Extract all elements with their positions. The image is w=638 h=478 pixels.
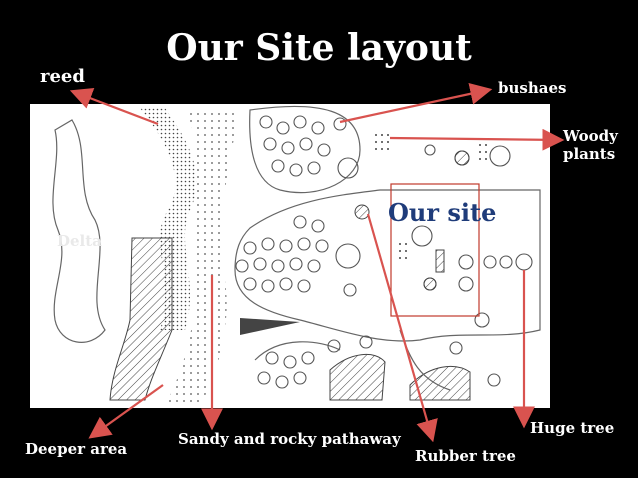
- page-title: Our Site layout: [166, 27, 472, 69]
- reed-area: [140, 108, 197, 330]
- hatch-mound-right: [409, 365, 471, 401]
- deeper-area-hatch: [109, 237, 173, 401]
- bush-circles-bottom: [257, 335, 501, 389]
- paper-sheet: [30, 104, 550, 408]
- label-deeper-area: Deeper area: [25, 440, 128, 458]
- our-site-box: [390, 183, 480, 317]
- label-huge-tree: Huge tree: [530, 419, 615, 437]
- label-woody: Woody: [563, 127, 618, 145]
- label-rubber-tree: Rubber tree: [415, 447, 516, 465]
- rubber-trees: [354, 150, 470, 291]
- label-delta: Delta: [57, 232, 102, 250]
- arrow-reed: [69, 87, 159, 126]
- woody-plants-dots: [375, 134, 487, 259]
- delta-shape: [52, 119, 106, 343]
- arrow-rubber-tree: [366, 213, 438, 443]
- label-our-site: Our site: [388, 198, 497, 227]
- middle-region: [234, 189, 541, 342]
- label-bushaes: bushaes: [498, 79, 567, 97]
- arrow-bushaes: [339, 82, 493, 124]
- dark-wedge: [240, 318, 300, 335]
- arrow-woody-plants: [389, 128, 565, 151]
- label-pathway: Sandy and rocky pathaway: [178, 430, 401, 448]
- pathway-area: [165, 108, 240, 405]
- label-reed: reed: [40, 66, 85, 87]
- label-plants: plants: [563, 145, 616, 163]
- arrow-deeper-area: [88, 384, 164, 439]
- annotation-arrows: [69, 82, 565, 443]
- bush-circles-top: [259, 115, 359, 179]
- hatch-mound-left: [329, 353, 386, 401]
